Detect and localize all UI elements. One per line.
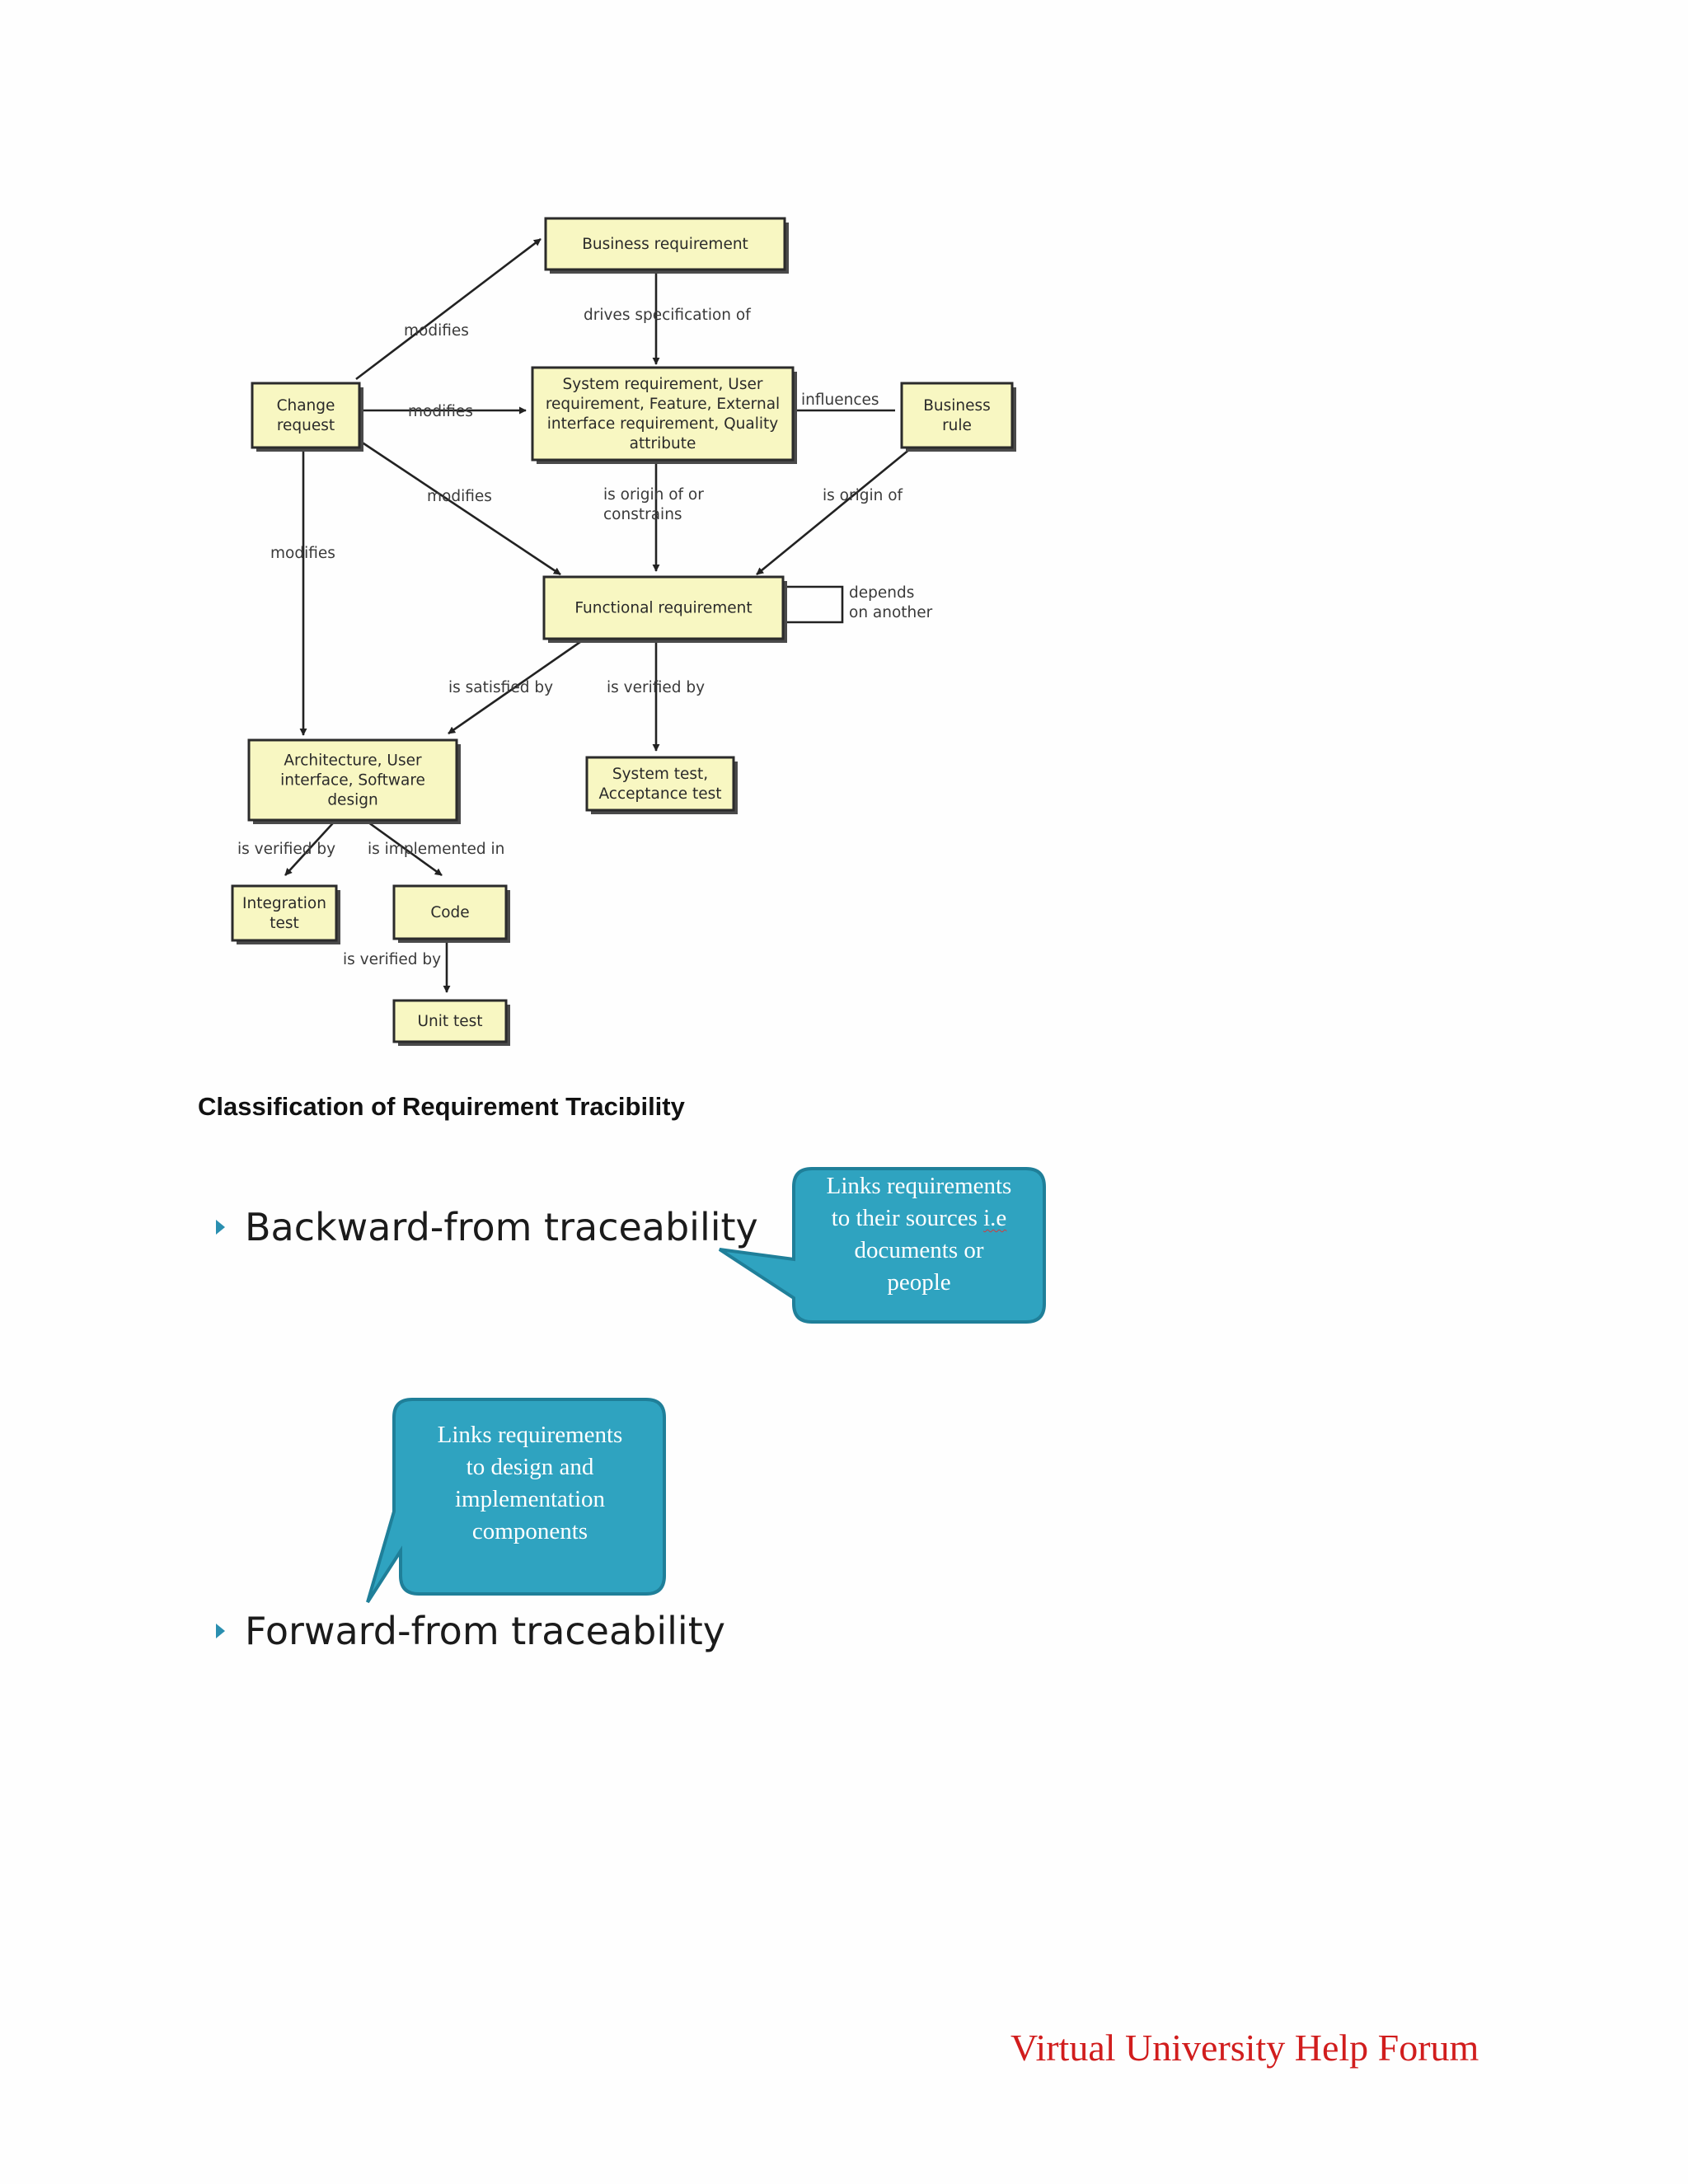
edge-satisfied-by xyxy=(448,635,589,735)
node-label-line: Acceptance test xyxy=(598,785,721,803)
bullet-arrow-icon xyxy=(216,1220,225,1235)
node-change-request: Change request xyxy=(251,382,363,452)
edge-label-modifies-low: modifies xyxy=(427,488,492,505)
node-label-line: interface requirement, Quality xyxy=(547,415,778,433)
node-integration-test: Integration test xyxy=(231,884,340,944)
node-unit-test: Unit test xyxy=(392,999,510,1046)
node-label-line: Architecture, User xyxy=(284,752,422,770)
node-label-line: rule xyxy=(942,417,972,434)
node-box xyxy=(585,756,735,812)
node-label-line: requirement, Feature, External xyxy=(546,396,780,413)
node-label-line: attribute xyxy=(630,435,696,452)
edge-label-satisfied-by: is satisfied by xyxy=(448,679,553,696)
edge-depends-on-another xyxy=(775,585,844,626)
node-label-line: Integration xyxy=(242,895,326,912)
node-label-line: design xyxy=(327,792,377,809)
forward-callout-line: to design and xyxy=(466,1454,594,1480)
edges xyxy=(284,237,916,993)
backward-callout-line: Links requirements xyxy=(826,1173,1012,1199)
bullet-arrow-icon xyxy=(216,1624,225,1638)
node-label-line: Functional requirement xyxy=(574,600,752,617)
edge-label-origin-of: is origin of xyxy=(823,487,903,504)
edge-label-drives: drives specification of xyxy=(584,307,751,324)
edge-label-influences: influences xyxy=(801,391,879,409)
backward-callout-line: people xyxy=(887,1269,951,1296)
node-label-line: System test, xyxy=(612,766,708,783)
edge-modifies-business-requirement xyxy=(355,237,542,381)
forward-callout-line: Links requirements xyxy=(437,1422,623,1448)
forward-traceability-label: Forward-from traceability xyxy=(245,1609,725,1653)
section-heading: Classification of Requirement Tracibilit… xyxy=(198,1092,685,1121)
backward-callout-bubble xyxy=(718,1167,1046,1324)
backward-callout-text: Links requirements to their sources i.e … xyxy=(796,1170,1042,1299)
node-box xyxy=(251,382,361,449)
forward-traceability-item: Forward-from traceability xyxy=(216,1609,725,1653)
node-label-line: request xyxy=(277,417,335,434)
edge-label-modifies-mid: modifies xyxy=(408,403,473,420)
edge-label-verified-by-sys: is verified by xyxy=(607,679,705,696)
node-label-line: test xyxy=(270,915,299,932)
footer-watermark: Virtual University Help Forum xyxy=(1010,2027,1479,2069)
node-box xyxy=(231,884,338,942)
node-label-line: interface, Software xyxy=(280,772,425,790)
edge-verified-by-integration xyxy=(284,815,340,876)
backward-callout-line: to their sources i.e xyxy=(831,1205,1007,1231)
node-box xyxy=(900,382,1014,449)
node-box xyxy=(392,884,508,940)
forward-callout-line: implementation xyxy=(454,1486,605,1512)
backward-traceability-label: Backward-from traceability xyxy=(245,1205,758,1249)
forward-callout-bubble xyxy=(366,1398,666,1604)
node-business-requirement: Business requirement xyxy=(544,217,789,274)
forward-callout-line: components xyxy=(471,1518,588,1544)
node-code: Code xyxy=(392,884,510,943)
node-label-line: Unit test xyxy=(417,1013,482,1030)
edge-origin-of xyxy=(756,443,916,576)
node-box xyxy=(247,738,458,822)
edge-implemented-in xyxy=(359,814,443,877)
node-box xyxy=(544,217,786,271)
edge-label-origin-constrains: constrains xyxy=(603,506,682,523)
edge-label-modifies-top: modifies xyxy=(404,322,469,340)
forward-callout-text: Links requirements to design and impleme… xyxy=(397,1419,663,1548)
node-label-line: Change xyxy=(277,397,335,415)
edge-label-verified-by-int: is verified by xyxy=(237,841,335,858)
backward-traceability-item: Backward-from traceability xyxy=(216,1205,758,1249)
edge-label-depends: depends xyxy=(849,584,914,602)
node-box xyxy=(542,575,785,640)
edge-label-verified-by-unit: is verified by xyxy=(343,951,441,968)
edge-label-modifies-down: modifies xyxy=(270,545,335,562)
node-label-line: Business xyxy=(923,397,991,415)
edge-modifies-functional-requirement xyxy=(355,437,561,576)
edge-label-origin-constrains: is origin of or xyxy=(603,486,704,504)
edge-labels: drives specification of modifies modifies m… xyxy=(237,307,933,968)
edge-label-depends: on another xyxy=(849,604,933,621)
node-functional-requirement: Functional requirement xyxy=(542,575,787,643)
node-architecture: Architecture, User interface, Software des… xyxy=(247,738,461,824)
node-label-line: Business requirement xyxy=(582,236,748,253)
node-business-rule: Business rule xyxy=(900,382,1016,452)
node-system-requirement: System requirement, User requirement, Fea… xyxy=(531,366,797,464)
node-label-line: Code xyxy=(430,904,469,921)
edge-label-implemented-in: is implemented in xyxy=(368,841,504,858)
node-label-line: System requirement, User xyxy=(563,376,763,393)
backward-callout-line: documents or xyxy=(854,1237,984,1263)
node-system-test: System test, Acceptance test xyxy=(585,756,738,814)
node-box xyxy=(531,366,795,462)
node-box xyxy=(392,999,508,1043)
